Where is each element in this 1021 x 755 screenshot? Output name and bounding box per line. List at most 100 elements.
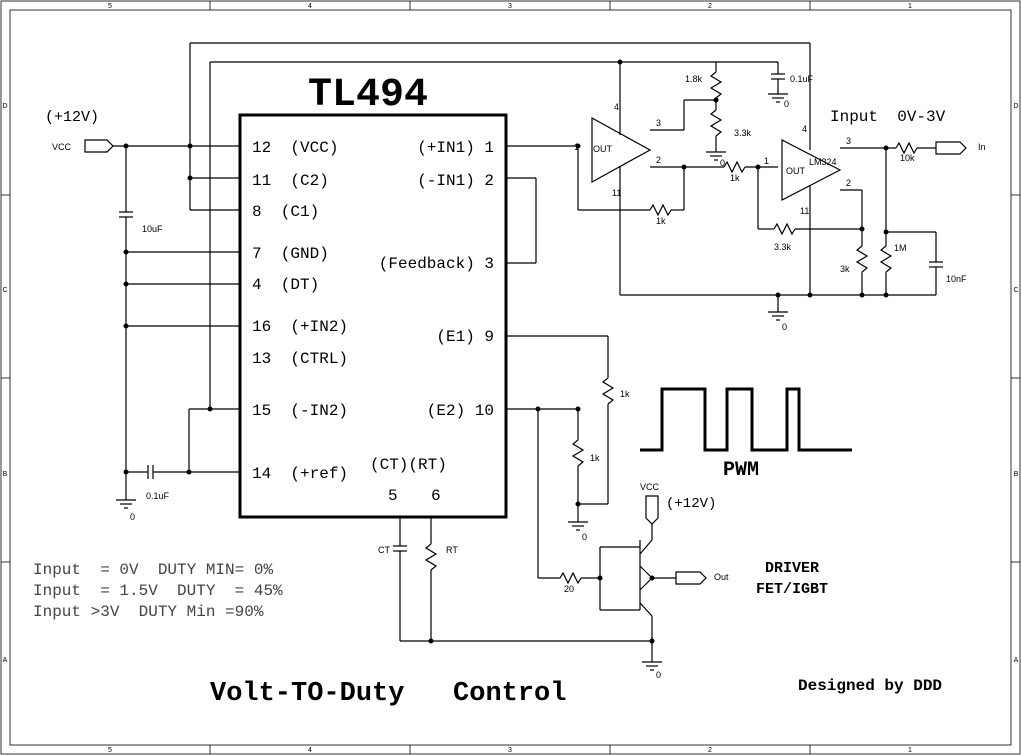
r1k-mid-label: 1k xyxy=(730,173,740,183)
col-label-top: 2 xyxy=(708,3,712,10)
c10nF-label: 10nF xyxy=(946,274,967,284)
pin-label-right: (+IN1) 1 xyxy=(417,139,494,157)
col-label-bottom: 3 xyxy=(508,747,512,754)
u1-pin11: 11 xyxy=(612,188,621,198)
ground-label: 0 xyxy=(582,532,587,542)
duty-note: Input = 0V DUTY MIN= 0% xyxy=(33,561,273,579)
pin-label-left: 13 (CTRL) xyxy=(252,350,348,368)
designer-label: Designed by DDD xyxy=(798,677,942,695)
opamp-section xyxy=(575,43,967,321)
driver-section xyxy=(597,495,707,671)
ct-rt-label: (CT)(RT) xyxy=(370,456,447,474)
duty-note: Input = 1.5V DUTY = 45% xyxy=(33,582,283,600)
rt-label: RT xyxy=(446,545,458,555)
u2-pin11: 11 xyxy=(800,206,809,216)
row-label: B xyxy=(3,471,8,478)
out-port-label: Out xyxy=(714,572,729,582)
ground-label: 0 xyxy=(720,158,725,168)
r1M-label: 1M xyxy=(894,243,907,253)
pin-label-right: (Feedback) 3 xyxy=(379,255,494,273)
ground-label: 0 xyxy=(130,512,135,522)
u2-out-label: OUT xyxy=(786,166,806,176)
col-label-bottom: 4 xyxy=(308,747,312,754)
pin-label-left: 14 (+ref) xyxy=(252,465,348,483)
opamp-u1 xyxy=(591,116,652,184)
in-port-label: In xyxy=(978,142,986,152)
u1-pin4: 4 xyxy=(614,102,619,112)
vcc-label: VCC xyxy=(52,142,72,152)
pin-label-left: 15 (-IN2) xyxy=(252,402,348,420)
r1k-e2-label: 1k xyxy=(590,453,600,463)
ground-label: 0 xyxy=(784,99,789,109)
r1k-e1-label: 1k xyxy=(620,389,630,399)
row-label: C xyxy=(2,287,7,294)
pin-label-left: 7 (GND) xyxy=(252,245,329,263)
right-wiring xyxy=(506,145,615,585)
u2-pin4: 4 xyxy=(802,124,807,134)
pin-label-left: 11 (C2) xyxy=(252,172,329,190)
pin-label-right: (-IN1) 2 xyxy=(417,172,494,190)
pin-label-right: (E1) 9 xyxy=(436,328,494,346)
driver-label: DRIVER xyxy=(765,560,819,577)
pin-label-left: 12 (VCC) xyxy=(252,139,338,157)
duty-note: Input >3V DUTY Min =90% xyxy=(33,603,264,621)
ct-rt-wiring xyxy=(393,517,652,644)
left-wiring xyxy=(84,42,810,509)
col-label-bottom: 1 xyxy=(908,747,912,754)
pin-label-right: (E2) 10 xyxy=(427,402,494,420)
driver-vcc-label: VCC xyxy=(640,482,660,492)
row-label: C xyxy=(1013,287,1018,294)
row-label: A xyxy=(3,657,8,664)
cap-01uF-label: 0.1uF xyxy=(146,491,170,501)
inner-border xyxy=(9,9,1012,746)
row-label: D xyxy=(2,103,7,110)
footer-title: Volt-TO-Duty Control xyxy=(210,679,566,709)
ground-label: 0 xyxy=(782,322,787,332)
driver-power-label: (+12V) xyxy=(666,496,716,512)
pwm-label: PWM xyxy=(723,459,759,482)
pwm-waveform xyxy=(640,387,852,452)
u1-out-label: OUT xyxy=(593,144,613,154)
r1k-fb-label: 1k xyxy=(656,216,666,226)
r1-8k-label: 1.8k xyxy=(685,74,703,84)
ground-label: 0 xyxy=(656,670,661,680)
col-label-bottom: 5 xyxy=(108,747,112,754)
r3k-label: 3k xyxy=(840,264,850,274)
r10k-label: 10k xyxy=(900,153,915,163)
col-label-bottom: 2 xyxy=(708,747,712,754)
col-label-top: 1 xyxy=(908,3,912,10)
u1-pin3: 3 xyxy=(656,118,661,128)
opamp-u2 xyxy=(781,139,842,201)
row-label: B xyxy=(1014,471,1019,478)
input-range-label: Input 0V-3V xyxy=(830,108,946,126)
row-label: D xyxy=(1013,103,1018,110)
chip-title: TL494 xyxy=(308,73,428,118)
u2-part-label: LM324 xyxy=(809,157,837,167)
col-label-top: 4 xyxy=(308,3,312,10)
u2-pin2: 2 xyxy=(846,178,851,188)
r20-label: 20 xyxy=(564,584,574,594)
r3-3k-b-label: 3.3k xyxy=(774,242,792,252)
c01uF-top-label: 0.1uF xyxy=(790,74,814,84)
tl494-chip xyxy=(238,113,508,519)
pin6-label: 6 xyxy=(431,487,441,505)
pin-label-left: 8 (C1) xyxy=(252,203,319,221)
pin-label-left: 16 (+IN2) xyxy=(252,318,348,336)
input-port xyxy=(935,141,967,155)
ct-label: CT xyxy=(378,545,390,555)
vcc-port xyxy=(84,139,114,153)
driver-label: FET/IGBT xyxy=(756,581,828,598)
u2-pin1: 1 xyxy=(764,156,769,166)
pin5-label: 5 xyxy=(388,487,398,505)
cap-10uF-label: 10uF xyxy=(142,224,163,234)
pin-label-left: 4 (DT) xyxy=(252,276,319,294)
power-label: (+12V) xyxy=(45,109,99,126)
col-label-top: 5 xyxy=(108,3,112,10)
driver-out-port xyxy=(675,571,707,585)
col-label-top: 3 xyxy=(508,3,512,10)
u2-pin3: 3 xyxy=(846,136,851,146)
u1-pin2: 2 xyxy=(656,155,661,165)
